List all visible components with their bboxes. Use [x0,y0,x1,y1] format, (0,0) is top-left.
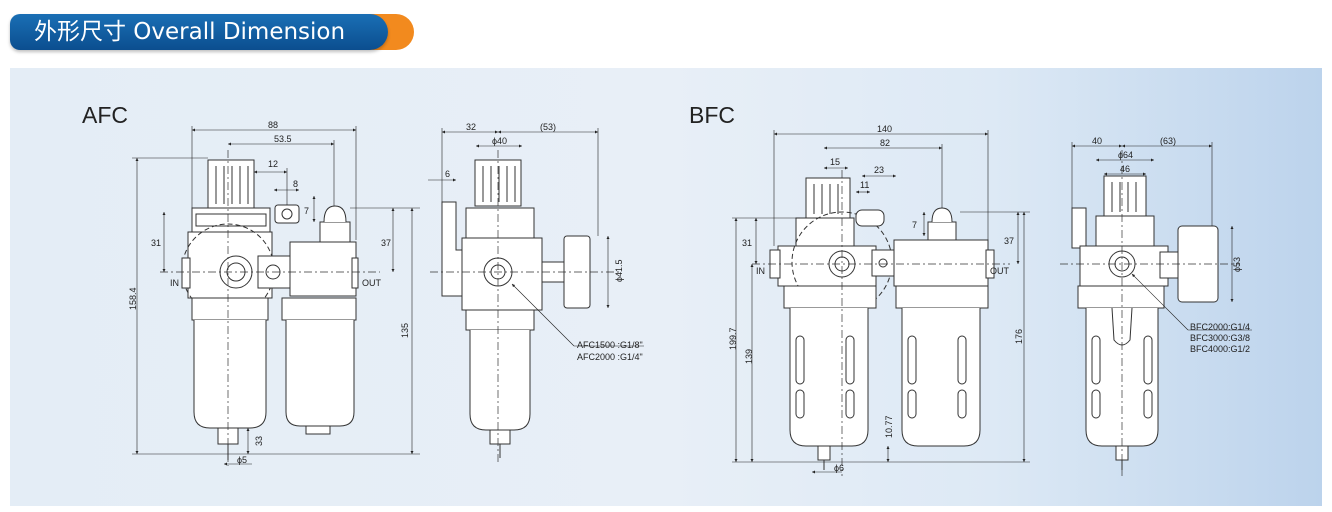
bfc-port-2000: BFC2000:G1/4 [1190,322,1250,332]
dim-bfc-side-40: 40 [1092,136,1102,146]
dim-bfc-7: 7 [912,220,917,230]
dim-afc-side-6: 6 [445,169,450,179]
bfc-side-view [1060,150,1240,476]
dim-afc-12: 12 [268,159,278,169]
section-title: 外形尺寸 Overall Dimension [34,19,346,45]
section-header: 外形尺寸 Overall Dimension [10,14,414,50]
dim-bfc-11: 11 [860,180,869,190]
dim-bfc-23: 23 [874,165,884,175]
bfc-in-label: IN [756,266,765,276]
bfc-port-3000: BFC3000:G3/8 [1190,333,1250,343]
dim-afc-side-phi41-5: ϕ41.5 [614,259,624,282]
dim-afc-side-phi40: ϕ40 [492,136,507,146]
dim-bfc-37: 37 [1004,236,1014,246]
dim-bfc-199-7: 199.7 [728,327,738,350]
dim-afc-7: 7 [304,206,309,216]
bfc-front-view [752,170,1010,476]
dim-bfc-side-46: 46 [1120,164,1130,174]
bfc-out-label: OUT [990,266,1010,276]
dim-afc-88: 88 [268,120,278,130]
dim-afc-37: 37 [381,238,391,248]
dim-bfc-139: 139 [744,349,754,364]
dim-afc-53-5: 53.5 [274,134,292,144]
afc-in-label: IN [170,278,179,288]
afc-side-view [430,150,620,462]
afc-port-2000: AFC2000 :G1/4" [577,352,643,362]
dim-afc-33: 33 [254,436,264,446]
dim-bfc-31: 31 [742,238,752,248]
model-label-afc: AFC [82,102,128,128]
dim-afc-side-32: 32 [466,122,476,132]
afc-out-label: OUT [362,278,382,288]
dim-bfc-15: 15 [830,157,840,167]
dim-bfc-side-63: (63) [1160,136,1176,146]
header-bar: 外形尺寸 Overall Dimension [10,14,388,50]
dim-bfc-phi6: ϕ6 [834,463,844,473]
dim-afc-158-4: 158.4 [128,287,138,310]
dim-afc-8: 8 [293,179,298,189]
afc-side-dimensions: 40 32 (53) ϕ40 6 ϕ41.5 AFC1500 :G1/8" AF… [428,122,644,362]
dim-afc-side-53: (53) [540,122,556,132]
bfc-front-dimensions: 140 82 15 23 11 7 31 37 199.7 139 176 10… [728,124,1030,474]
dim-bfc-10-77: 10.77 [884,415,894,438]
dim-afc-phi5: ϕ5 [237,455,247,465]
afc-front-dimensions: 88 53.5 12 8 7 31 37 158.4 135 33 ϕ5 IN … [128,120,420,466]
dim-bfc-140: 140 [877,124,892,134]
dim-bfc-side-phi53: ϕ53 [1232,257,1242,272]
dim-afc-135: 135 [400,323,410,338]
afc-port-1500: AFC1500 :G1/8" [577,340,643,350]
afc-front-view [160,150,380,466]
model-label-bfc: BFC [689,102,735,128]
dim-bfc-side-phi64: ϕ64 [1118,150,1133,160]
bfc-side-dimensions: 40 (63) ϕ64 46 ϕ53 BFC2000:G1/4 BFC3000:… [1071,136,1252,354]
dim-afc-31: 31 [151,238,161,248]
dim-bfc-176: 176 [1014,329,1024,344]
bfc-port-4000: BFC4000:G1/2 [1190,344,1250,354]
dim-bfc-82: 82 [880,138,890,148]
